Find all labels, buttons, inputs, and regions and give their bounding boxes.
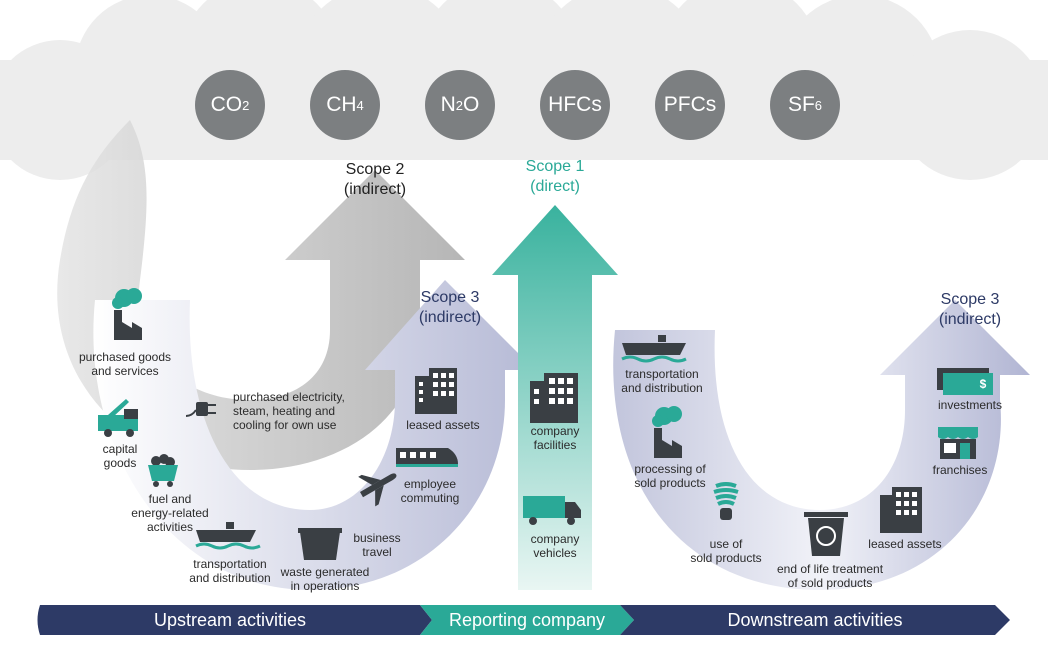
airplane-icon [358, 473, 397, 507]
label-capital-goods: capital goods [102, 442, 138, 470]
gas-hfcs: HFCs [540, 70, 610, 140]
light-bulb-icon [713, 482, 739, 520]
label-company-facilities: company facilities [530, 424, 580, 452]
scope1-subtitle: (direct) [530, 178, 580, 195]
label-franchises: franchises [932, 463, 988, 477]
label-investments: investments [937, 398, 1003, 412]
ship-icon [195, 522, 261, 550]
plug-icon [185, 402, 216, 417]
band-downstream-label: Downstream activities [727, 609, 903, 630]
cloud-band [0, 0, 1048, 180]
office-building-icon [880, 487, 922, 533]
label-employee-commuting: employee commuting [400, 477, 460, 505]
label-downstream-transportation: transportation and distribution [621, 367, 703, 395]
label-purchased-electricity: purchased electricity, steam, heating an… [233, 390, 345, 432]
label-downstream-leased-assets: leased assets [868, 537, 942, 551]
label-purchased-goods: purchased goods and services [78, 350, 172, 378]
dumpster-icon [298, 528, 342, 560]
label-company-vehicles: company vehicles [530, 532, 580, 560]
recycle-bin-icon [804, 512, 848, 556]
office-building-icon [415, 368, 457, 414]
label-business-travel: business travel [353, 531, 401, 559]
truck-icon [523, 496, 581, 525]
reporting-band [420, 605, 634, 635]
upstream-scope3-arrow [93, 280, 536, 590]
factory-icon [652, 406, 682, 458]
scope2-subtitle: (indirect) [343, 181, 407, 198]
ship-icon [621, 335, 687, 363]
factory-icon [112, 288, 142, 340]
label-end-of-life: end of life treatment of sold products [776, 562, 884, 590]
label-upstream-transportation: transportation and distribution [189, 557, 271, 585]
dollar-symbol: $ [979, 377, 987, 391]
band-reporting-label: Reporting company [448, 609, 606, 630]
label-use-of-sold-products: use of sold products [690, 537, 762, 565]
label-processing: processing of sold products [634, 462, 706, 490]
crane-truck-icon [98, 399, 138, 437]
label-fuel-energy: fuel and energy-related activities [131, 492, 209, 534]
downstream-band [620, 605, 1010, 635]
label-upstream-leased-assets: leased assets [406, 418, 480, 432]
storefront-icon [938, 427, 978, 459]
train-icon [396, 448, 458, 467]
scope3-upstream-subtitle: (indirect) [418, 309, 482, 326]
scope3-downstream-subtitle: (indirect) [938, 311, 1002, 328]
gas-pfcs: PFCs [655, 70, 725, 140]
downstream-scope3-arrow [613, 300, 1030, 590]
upstream-band [37, 605, 432, 635]
office-building-icon [530, 373, 578, 423]
scope2-title: Scope 2 (indirect) [330, 160, 420, 200]
band-upstream-label: Upstream activities [153, 609, 307, 630]
money-icon [937, 368, 993, 395]
scope1-title: Scope 1 (direct) [510, 157, 600, 197]
scope3-upstream-title: Scope 3 (indirect) [405, 288, 495, 328]
scope3-downstream-title: Scope 3 (indirect) [925, 290, 1015, 330]
coal-cart-icon [148, 454, 178, 487]
label-waste: waste generated in operations [280, 565, 370, 593]
